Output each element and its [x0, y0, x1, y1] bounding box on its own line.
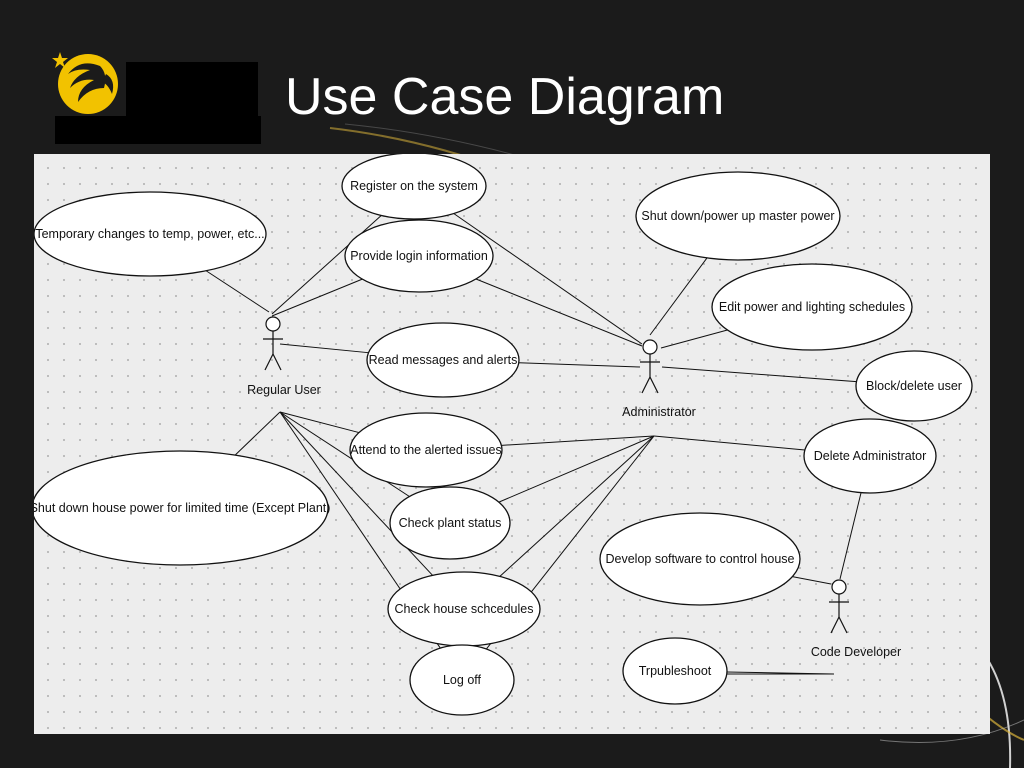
use-case-develop-software[interactable]: Develop software to control house — [599, 512, 801, 606]
association-line — [279, 411, 360, 434]
use-case-shutdown-house[interactable]: Shut down house power for limited time (… — [34, 450, 330, 566]
use-case-log-off[interactable]: Log off — [409, 644, 515, 716]
use-case-label: Block/delete user — [866, 379, 962, 393]
use-case-label: Edit power and lighting schedules — [719, 300, 905, 314]
actor-leg-left — [264, 353, 274, 371]
actor-administrator[interactable]: Administrator — [622, 339, 696, 419]
use-case-ellipse — [409, 644, 515, 716]
use-case-ellipse — [344, 219, 494, 293]
use-case-label: Register on the system — [350, 179, 478, 193]
use-case-label: Develop software to control house — [606, 552, 795, 566]
use-case-label: Log off — [443, 673, 482, 687]
use-case-block-delete[interactable]: Block/delete user — [855, 350, 973, 422]
use-case-ellipse — [341, 154, 487, 220]
use-case-delete-admin[interactable]: Delete Administrator — [803, 418, 937, 494]
actor-leg-right — [838, 616, 848, 634]
actor-label: Code Developer — [811, 645, 901, 659]
use-case-ellipse — [622, 637, 728, 705]
use-case-ellipse — [349, 412, 503, 488]
use-case-ellipse — [599, 512, 801, 606]
use-case-label: Delete Administrator — [814, 449, 927, 463]
use-case-ellipse — [34, 191, 267, 277]
association-line — [839, 492, 862, 580]
use-case-check-schedules[interactable]: Check house schcedules — [387, 571, 541, 647]
use-case-attend-alerts[interactable]: Attend to the alerted issues — [349, 412, 503, 488]
association-line — [271, 278, 363, 317]
use-case-ellipse — [635, 171, 841, 261]
association-line — [518, 362, 641, 368]
association-line — [661, 366, 857, 383]
actor-leg-left — [641, 376, 651, 394]
association-line — [649, 257, 708, 336]
association-line — [205, 270, 270, 313]
association-line — [660, 329, 728, 349]
use-case-temp-changes[interactable]: Temporary changes to temp, power, etc... — [34, 191, 267, 277]
use-case-label: Temporary changes to temp, power, etc... — [35, 227, 264, 241]
actor-leg-right — [272, 353, 282, 371]
association-line — [453, 213, 643, 345]
use-case-ellipse — [803, 418, 937, 494]
redacted-block — [126, 62, 258, 122]
association-line — [792, 576, 832, 585]
actor-leg-left — [830, 616, 840, 634]
actor-leg-right — [649, 376, 659, 394]
actor-code-developer[interactable]: Code Developer — [811, 579, 901, 659]
use-case-read-messages[interactable]: Read messages and alerts — [366, 322, 520, 398]
actor-label: Administrator — [622, 405, 696, 419]
use-case-ellipse — [855, 350, 973, 422]
use-case-label: Read messages and alerts — [369, 353, 518, 367]
pegasus-logo-icon — [50, 44, 130, 116]
use-case-register[interactable]: Register on the system — [341, 154, 487, 220]
association-line — [279, 343, 369, 354]
use-case-troubleshoot[interactable]: Trpubleshoot — [622, 637, 728, 705]
use-case-ellipse — [366, 322, 520, 398]
association-line — [499, 435, 655, 577]
association-line — [475, 278, 643, 347]
page-title: Use Case Diagram — [285, 68, 725, 126]
use-case-label: Shut down/power up master power — [641, 209, 834, 223]
use-case-ellipse — [34, 450, 329, 566]
use-case-check-plant[interactable]: Check plant status — [389, 486, 511, 560]
use-case-ellipse — [711, 263, 913, 351]
actor-regular-user[interactable]: Regular User — [247, 316, 321, 397]
actor-label: Regular User — [247, 383, 321, 397]
use-case-label: Check plant status — [399, 516, 502, 530]
redacted-block — [55, 116, 261, 144]
actor-head — [265, 316, 281, 332]
association-line — [653, 435, 805, 451]
use-case-label: Shut down house power for limited time (… — [34, 501, 330, 515]
association-line — [501, 435, 655, 446]
use-case-shutdown-master[interactable]: Shut down/power up master power — [635, 171, 841, 261]
use-case-edit-schedules[interactable]: Edit power and lighting schedules — [711, 263, 913, 351]
use-case-provide-login[interactable]: Provide login information — [344, 219, 494, 293]
association-line — [498, 435, 655, 503]
actor-head — [831, 579, 847, 595]
actor-head — [642, 339, 658, 355]
use-case-label: Check house schcedules — [395, 602, 534, 616]
association-line — [234, 411, 281, 456]
use-case-label: Attend to the alerted issues — [350, 443, 501, 457]
use-case-label: Provide login information — [350, 249, 488, 263]
use-case-ellipse — [389, 486, 511, 560]
use-case-label: Trpubleshoot — [639, 664, 712, 678]
